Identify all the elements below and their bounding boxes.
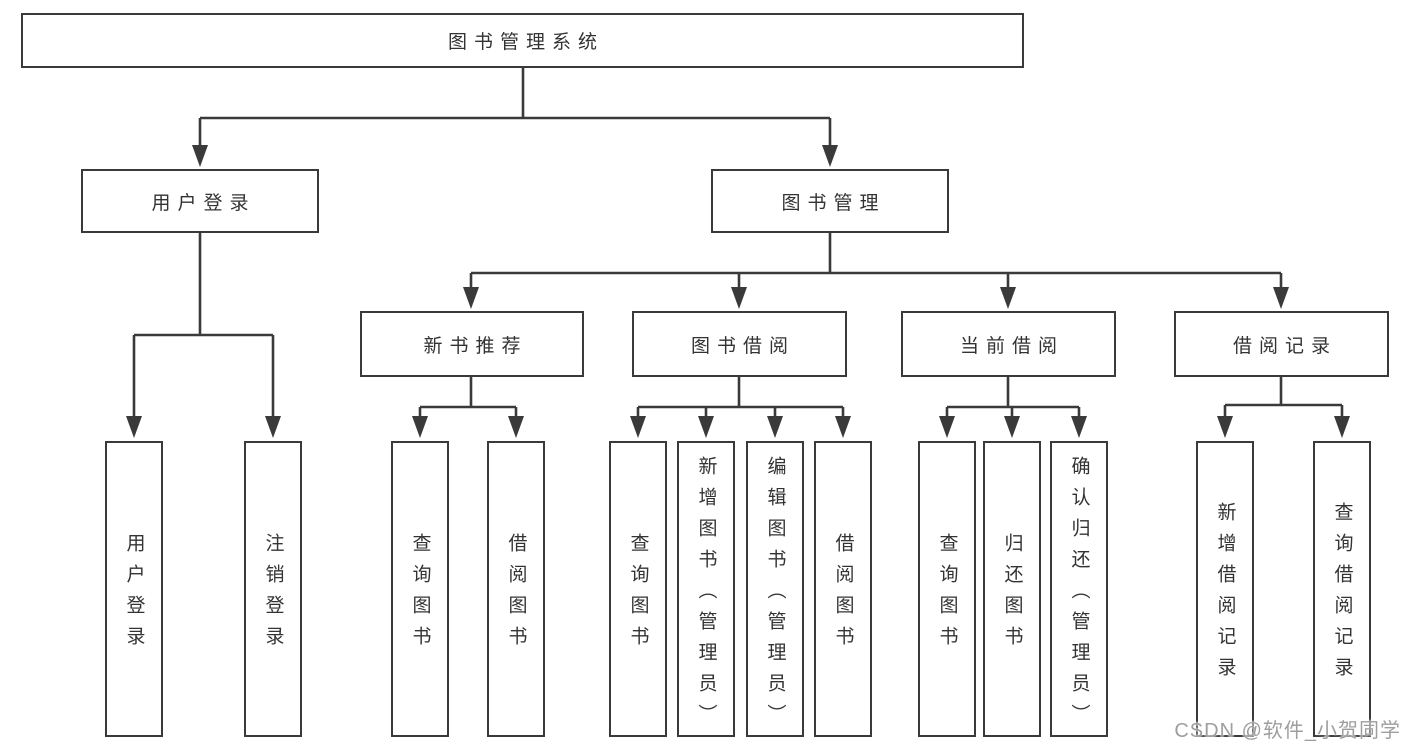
node-query-books-borrowing: 查询图书 [609,441,667,737]
node-query-borrow-record: 查询借阅记录 [1313,441,1371,737]
arrow-down-icon [265,416,281,438]
node-book-borrowing: 图书借阅 [632,311,847,377]
node-label: 借阅图书 [505,533,527,657]
node-book-management: 图书管理 [711,169,949,233]
node-label: 用户登录 [123,533,145,657]
arrow-down-icon [835,416,851,438]
node-label: 查询图书 [936,533,958,657]
edge-borrow-records-to-children [1223,377,1344,421]
node-add-borrow-record: 新增借阅记录 [1196,441,1254,737]
arrow-down-icon [1004,416,1020,438]
arrow-down-icon [126,416,142,438]
node-label: 图书借阅 [690,335,795,357]
edge-book-mgmt-to-level3 [469,233,1283,292]
node-query-books-current: 查询图书 [918,441,976,737]
arrow-down-icon [630,416,646,438]
node-library-system: 图书管理系统 [21,13,1024,68]
node-label: 借阅记录 [1232,335,1337,357]
arrow-down-icon [698,416,714,438]
arrow-down-icon [412,416,428,438]
node-borrow-books-recommend: 借阅图书 [487,441,545,737]
node-confirm-return-admin: 确认归还（管理员） [1050,441,1108,737]
edge-new-book-to-children [418,377,518,421]
arrow-down-icon [1217,416,1233,438]
node-label: 查询图书 [627,533,649,657]
node-user-login: 用户登录 [81,169,319,233]
arrow-down-icon [767,416,783,438]
arrow-down-icon [192,145,208,167]
node-return-books: 归还图书 [983,441,1041,737]
node-logout: 注销登录 [244,441,302,737]
node-label: 新书推荐 [423,335,528,357]
node-label: 当前借阅 [959,335,1064,357]
arrow-down-icon [463,287,479,309]
arrowheads [126,145,1350,438]
arrow-down-icon [1273,287,1289,309]
edge-user-login-to-children [132,233,275,421]
node-label: 查询借阅记录 [1331,502,1353,688]
node-borrowing-records: 借阅记录 [1174,311,1389,377]
arrow-down-icon [822,145,838,167]
arrow-down-icon [1000,287,1016,309]
edge-current-borrow-to-children [945,377,1081,421]
node-borrow-books-borrowing: 借阅图书 [814,441,872,737]
node-label: 新增图书（管理员） [695,455,717,735]
node-query-books-recommend: 查询图书 [391,441,449,737]
node-label: 确认归还（管理员） [1068,455,1090,735]
arrow-down-icon [508,416,524,438]
node-label: 图书管理系统 [447,32,604,53]
node-label: 归还图书 [1001,533,1023,657]
node-label: 注销登录 [262,533,284,657]
csdn-watermark: CSDN @软件_小贺同学 [1174,720,1401,742]
node-add-book-admin: 新增图书（管理员） [677,441,735,737]
node-label: 编辑图书（管理员） [764,455,786,735]
node-edit-book-admin: 编辑图书（管理员） [746,441,804,737]
arrow-down-icon [731,287,747,309]
arrow-down-icon [939,416,955,438]
node-new-book-recommend: 新书推荐 [360,311,584,377]
arrow-down-icon [1071,416,1087,438]
node-current-borrowing: 当前借阅 [901,311,1116,377]
node-label: 图书管理 [781,192,886,214]
arrow-down-icon [1334,416,1350,438]
node-label: 查询图书 [409,533,431,657]
edge-root-to-level2 [198,68,832,150]
node-label: 借阅图书 [832,533,854,657]
node-user-login-leaf: 用户登录 [105,441,163,737]
node-label: 用户登录 [151,192,256,214]
node-label: 新增借阅记录 [1214,502,1236,688]
edge-book-borrow-to-children [636,377,845,421]
